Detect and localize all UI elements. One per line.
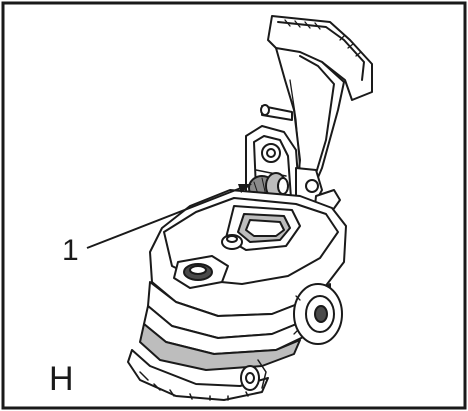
rear-wheel: [293, 283, 343, 345]
brush-deck: [127, 349, 269, 401]
front-caster: [240, 359, 267, 391]
callout-arrowhead: [238, 184, 252, 193]
panel-letter: H: [49, 360, 74, 398]
tank-opening: [225, 205, 301, 251]
lower-skirt: [139, 281, 331, 371]
handle-grip: [267, 15, 373, 101]
side-lever: [260, 104, 293, 121]
floor-scrubber-illustration: [127, 15, 373, 401]
callout-leader-line: [86, 185, 247, 249]
callout-number: 1: [62, 234, 79, 267]
top-cap: [221, 234, 243, 250]
front-control-recess: [173, 255, 229, 289]
